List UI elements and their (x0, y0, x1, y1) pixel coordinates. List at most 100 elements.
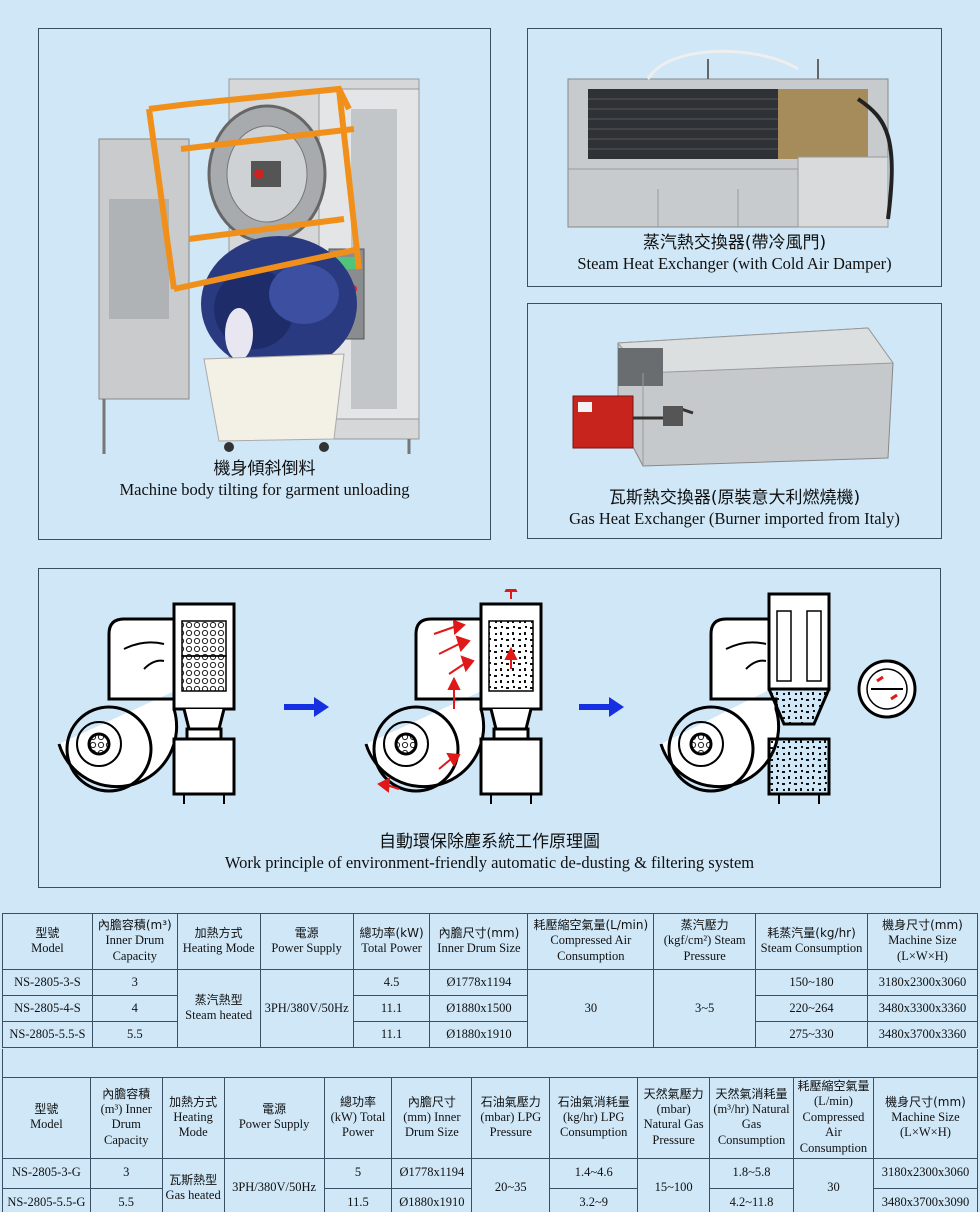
capacity-cell: 4 (91, 995, 178, 1022)
power-cell: 11.5 (323, 1187, 393, 1212)
heating-zh: 蒸汽熱型 (194, 993, 243, 1008)
tilting-caption: 機身傾斜倒料 Machine body tilting for garment … (39, 459, 490, 501)
steam-header-zh: 總功率(kW) (359, 926, 424, 941)
diagram-caption-zh: 自動環保除塵系統工作原理圖 (379, 832, 600, 852)
steam-header-en: Inner Drum Size (437, 941, 521, 956)
gas-header-en: (m³) Inner Drum Capacity (100, 1101, 152, 1148)
drum-cell: Ø1880x1500 (429, 995, 529, 1022)
steam-consumption-cell: 150~180 (755, 969, 868, 996)
photo-panel-steam: 蒸汽熱交換器(帶冷風門) Steam Heat Exchanger (with … (527, 28, 942, 287)
drum-cell: Ø1778x1194 (429, 969, 529, 996)
steam-header-en: (kgf/cm²) Steam Pressure (663, 933, 746, 963)
power-cell: 11.1 (352, 1021, 431, 1048)
steam-header-en: Inner Drum Capacity (105, 933, 165, 963)
heating-en: Steam heated (185, 1008, 253, 1023)
steam-caption: 蒸汽熱交換器(帶冷風門) Steam Heat Exchanger (with … (528, 233, 941, 275)
steam-header-en: Model (31, 941, 64, 956)
flow-arrow-2 (579, 697, 624, 717)
model-cell: NS-2805-4-S (2, 995, 93, 1022)
size-cell: 3480x3300x3360 (866, 995, 979, 1022)
gas-caption-zh: 瓦斯熱交換器(原裝意大利燃燒機) (608, 488, 861, 508)
drum-cell: Ø1880x1910 (391, 1187, 473, 1212)
steam-consumption-cell: 220~264 (755, 995, 868, 1022)
heating-en: Gas heated (165, 1187, 221, 1202)
steam-header-zh: 內膽尺寸(mm) (438, 926, 520, 941)
power-cell: 5 (323, 1157, 393, 1189)
gas-header-en: (kW) Total Power (330, 1109, 386, 1140)
drum-cell: Ø1880x1910 (429, 1021, 529, 1048)
gas-header-en: (mm) Inner Drum Size (403, 1109, 461, 1140)
steam-header-zh: 加熱方式 (194, 926, 243, 941)
power-cell: 4.5 (352, 969, 431, 996)
gas-caption-en: Gas Heat Exchanger (Burner imported from… (569, 509, 900, 529)
dedusting-diagram (57, 589, 917, 804)
steam-header-en: Total Power (361, 941, 422, 956)
model-cell: NS-2805-3-G (2, 1157, 91, 1189)
stage-2-unit (364, 602, 543, 804)
gas-header-zh: 石油氣消耗量 (557, 1094, 630, 1109)
stage-1-unit (57, 602, 236, 804)
table-row: NS-2805-4-S 4 11.1 Ø1880x1500 220~264 34… (2, 995, 979, 1022)
steam-header-zh: 耗蒸汽量(kg/hr) (767, 926, 856, 941)
airflow-red-arrows (377, 589, 518, 793)
power-supply-cell: 3PH/380V/50Hz (223, 1157, 325, 1212)
stage-3-unit (659, 592, 831, 804)
ng-consumption-cell: 1.8~5.8 (709, 1157, 794, 1189)
gas-header-en: Model (30, 1117, 63, 1132)
gas-header-en: (mbar) Natural Gas Pressure (643, 1101, 704, 1148)
tilting-machine-image (98, 78, 420, 454)
model-cell: NS-2805-3-S (2, 969, 93, 996)
lpg-pressure-cell: 20~35 (471, 1157, 551, 1212)
gas-heat-exchanger-image (572, 327, 894, 467)
steam-header-en: Power Supply (271, 941, 342, 956)
steam-caption-en: Steam Heat Exchanger (with Cold Air Damp… (577, 254, 892, 274)
steam-header-zh: 耗壓縮空氣量(L/min) (533, 918, 649, 933)
gas-header-en: Power Supply (238, 1117, 310, 1132)
size-cell: 3180x2300x3060 (872, 1157, 979, 1189)
gas-header-zh: 型號 (34, 1102, 59, 1117)
steam-header-zh: 電源 (294, 926, 319, 941)
photo-panel-tilting: 機身傾斜倒料 Machine body tilting for garment … (38, 28, 491, 540)
model-cell: NS-2805-5.5-S (2, 1021, 93, 1048)
gas-header-zh: 天然氣消耗量 (715, 1086, 788, 1101)
steam-header-en: Steam Consumption (760, 941, 863, 956)
steam-header-zh: 內膽容積(m³) (97, 918, 172, 933)
size-cell: 3480x3700x3360 (866, 1021, 979, 1048)
gas-header-en: (mbar) LPG Pressure (480, 1109, 542, 1140)
gas-header-zh: 內膽尺寸 (407, 1094, 456, 1109)
tilting-caption-zh: 機身傾斜倒料 (213, 459, 316, 479)
gas-header-zh: 電源 (262, 1102, 287, 1117)
gas-header-zh: 機身尺寸(mm) (885, 1094, 966, 1109)
ng-consumption-cell: 4.2~11.8 (709, 1187, 794, 1212)
pressure-cell: 3~5 (653, 969, 757, 1048)
steam-consumption-cell: 275~330 (755, 1021, 868, 1048)
steam-header-zh: 機身尺寸(mm) (882, 918, 963, 933)
diagram-caption: 自動環保除塵系統工作原理圖 Work principle of environm… (39, 832, 940, 874)
capacity-cell: 3 (91, 969, 178, 996)
gas-header-en: (m³/hr) Natural Gas Consumption (713, 1101, 790, 1148)
table-row: NS-2805-5.5-S 5.5 11.1 Ø1880x1910 275~33… (2, 1021, 979, 1048)
table-gap (2, 1049, 978, 1077)
gas-header-en: Machine Size (L×W×H) (891, 1109, 960, 1140)
gas-header-en: (L/min) Compressed Air Consumption (799, 1094, 868, 1155)
gas-header-zh: 總功率 (339, 1094, 376, 1109)
gas-header-zh: 加熱方式 (169, 1094, 218, 1109)
ng-pressure-cell: 15~100 (637, 1157, 711, 1212)
gas-header-en: (kg/hr) LPG Consumption (560, 1109, 628, 1140)
lpg-consumption-cell: 1.4~4.6 (549, 1157, 639, 1189)
power-supply-cell: 3PH/380V/50Hz (259, 969, 354, 1048)
size-cell: 3480x3700x3090 (872, 1187, 979, 1212)
table-row: NS-2805-5.5-G 5.5 11.5 Ø1880x1910 3.2~9 … (2, 1187, 979, 1212)
tilting-caption-en: Machine body tilting for garment unloadi… (119, 480, 410, 500)
diagram-caption-en: Work principle of environment-friendly a… (224, 853, 755, 873)
steam-header-en: Compressed Air Consumption (550, 933, 632, 963)
drum-cell: Ø1778x1194 (391, 1157, 473, 1189)
steam-heat-exchanger-image (567, 49, 894, 228)
air-cell: 30 (792, 1157, 874, 1212)
